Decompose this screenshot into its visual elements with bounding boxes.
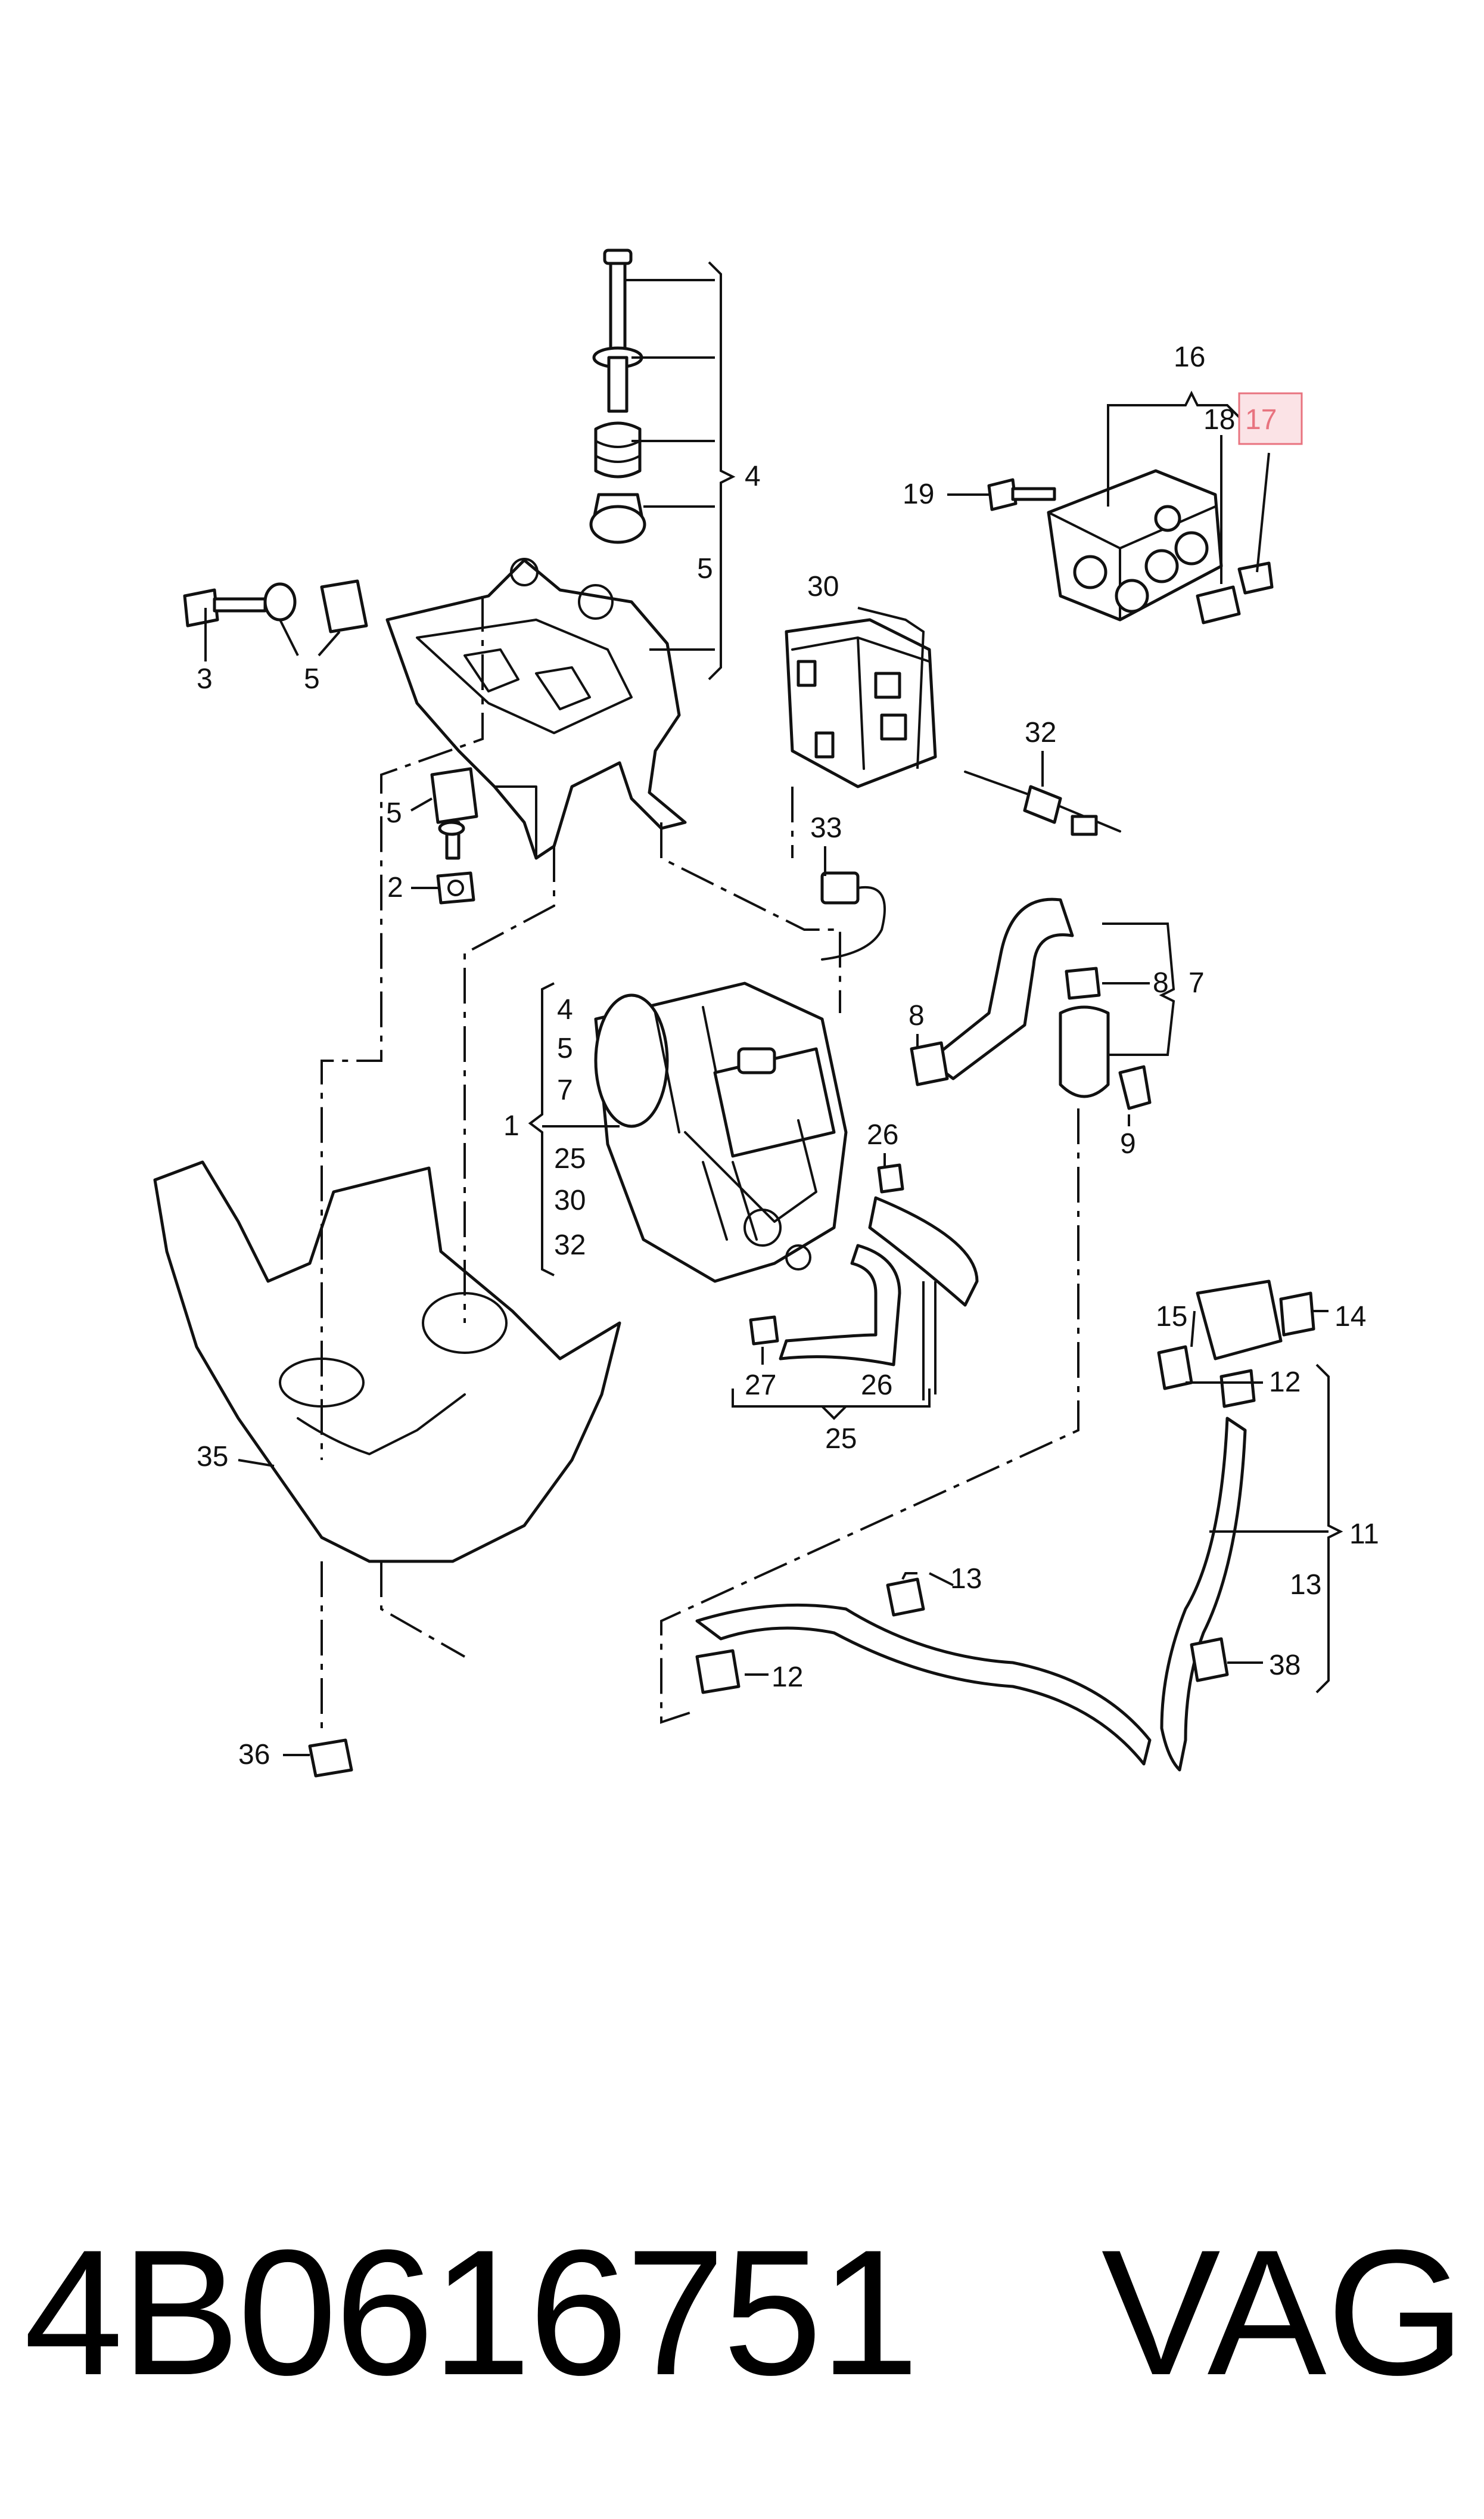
valve-block (987, 469, 1274, 625)
callout-17: 17 (1245, 404, 1277, 436)
callout-5: 5 (386, 797, 402, 829)
callout-labels: 4 5 3 5 5 2 30 16 18 17 19 32 33 8 8 7 9… (197, 341, 1379, 1771)
callout-5: 5 (697, 553, 713, 585)
leader-lines (204, 261, 1343, 1756)
callout-32: 32 (554, 1229, 586, 1261)
lower-bush (430, 767, 478, 905)
pressure-line (749, 1196, 979, 1366)
callout-4: 4 (557, 994, 573, 1026)
callout-26: 26 (867, 1119, 898, 1151)
callout-32: 32 (1025, 717, 1056, 748)
callout-35: 35 (197, 1441, 228, 1473)
part-number: 4B0616751 (24, 2212, 919, 2412)
air-hose-filter (877, 897, 1152, 1194)
connector-33 (820, 871, 886, 961)
guide-lines (321, 596, 1079, 1728)
callout-25: 25 (554, 1143, 586, 1175)
callout-13: 13 (950, 1563, 982, 1595)
callout-8: 8 (909, 1000, 925, 1032)
callout-15: 15 (1156, 1301, 1187, 1333)
bolt-and-washer (183, 579, 368, 633)
callout-30: 30 (807, 571, 839, 602)
callout-18: 18 (1203, 404, 1235, 436)
callout-33: 33 (810, 812, 842, 844)
compressor-assembly (594, 981, 848, 1283)
callout-9: 9 (1120, 1128, 1136, 1160)
mounting-bracket (385, 558, 687, 860)
callout-19: 19 (903, 479, 934, 510)
brand-label: VAG (1101, 2212, 1466, 2412)
callout-1: 1 (503, 1110, 519, 1142)
relay-and-hoses (695, 1279, 1315, 1772)
callout-13: 13 (1290, 1569, 1321, 1601)
callout-30: 30 (554, 1185, 586, 1216)
protective-housing (153, 1160, 621, 1778)
relay-bracket (785, 618, 937, 788)
isolator-stack (589, 249, 646, 544)
callout-8: 8 (1153, 967, 1169, 999)
callout-36: 36 (238, 1739, 270, 1771)
callout-11: 11 (1349, 1518, 1379, 1550)
callout-7: 7 (1189, 967, 1205, 999)
footer: 4B0616751 VAG (24, 2223, 1466, 2402)
callout-5: 5 (557, 1033, 573, 1064)
callout-14: 14 (1334, 1301, 1366, 1333)
callout-38: 38 (1269, 1650, 1301, 1681)
callout-4: 4 (745, 461, 761, 492)
cable-tie (964, 771, 1121, 836)
callout-12: 12 (1269, 1366, 1301, 1398)
callout-16: 16 (1174, 341, 1205, 373)
callout-12: 12 (771, 1661, 803, 1693)
callout-26: 26 (861, 1369, 892, 1401)
callout-27: 27 (745, 1369, 776, 1401)
highlight-box-17 (1238, 392, 1303, 445)
callout-25: 25 (825, 1423, 857, 1455)
callout-7: 7 (557, 1074, 573, 1106)
callout-2: 2 (387, 872, 403, 903)
callout-3: 3 (197, 663, 213, 695)
callout-5: 5 (304, 663, 320, 695)
